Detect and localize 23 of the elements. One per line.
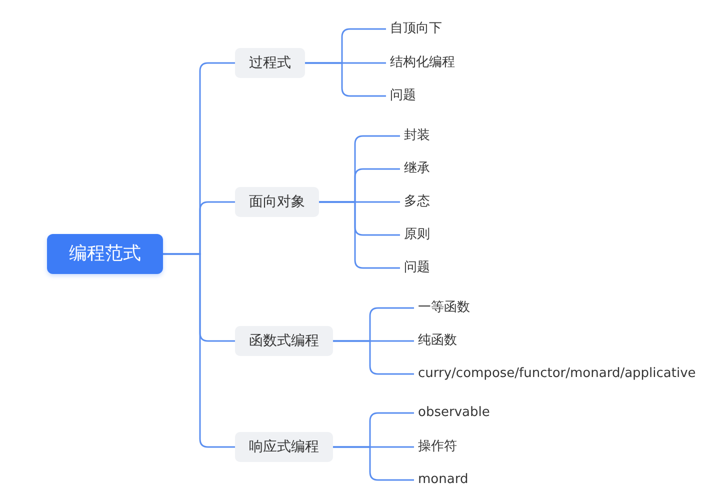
subtopic-text: 纯函数 <box>414 332 461 350</box>
subtopic-text: 结构化编程 <box>386 54 459 72</box>
connector-line <box>333 340 414 375</box>
subtopic-text: curry/compose/functor/monard/applicative <box>414 365 700 383</box>
connector-line <box>333 446 414 481</box>
subtopic-text: observable <box>414 404 494 422</box>
main-topic: 面向对象 <box>235 187 319 217</box>
subtopic-text: 操作符 <box>414 438 461 456</box>
subtopic-text: 问题 <box>386 87 420 105</box>
central-topic: 编程范式 <box>47 234 163 274</box>
main-topic: 过程式 <box>235 48 305 78</box>
main-topic: 函数式编程 <box>235 326 333 356</box>
main-topic: 响应式编程 <box>235 432 333 462</box>
subtopic-text: 继承 <box>400 160 434 178</box>
subtopic-text: 封装 <box>400 127 434 145</box>
subtopic-text: 一等函数 <box>414 299 474 317</box>
subtopic-text: monard <box>414 471 472 489</box>
subtopic-text: 多态 <box>400 193 434 211</box>
connector-line <box>305 62 386 97</box>
connector-line <box>163 253 235 448</box>
subtopic-text: 问题 <box>400 259 434 277</box>
subtopic-text: 原则 <box>400 226 434 244</box>
subtopic-text: 自顶向下 <box>386 20 446 38</box>
